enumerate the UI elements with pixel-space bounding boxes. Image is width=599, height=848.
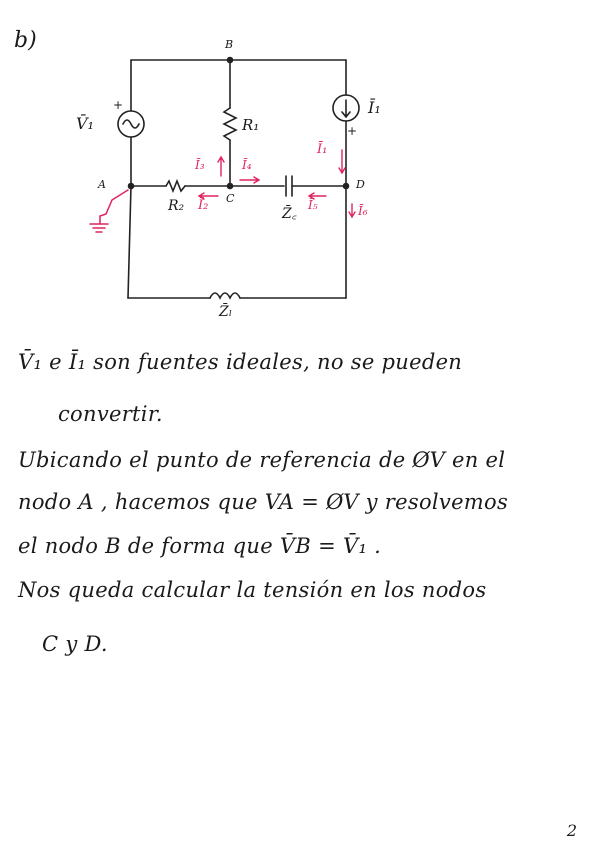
text-line-2: convertir.: [58, 402, 163, 426]
text-line-5: el nodo B de forma que V̄B = V̄₁ .: [18, 534, 382, 558]
i2-label: Ī₂: [198, 198, 209, 213]
zc-label: Z̄꜀: [282, 206, 297, 222]
wire-left-bottom: [127, 185, 132, 299]
node-a-label: A: [98, 178, 106, 191]
circuit-diagram: [89, 56, 360, 300]
resistor-r2-icon: [165, 178, 186, 194]
zl-label: Z̄ₗ: [219, 304, 233, 320]
text-line-6: Nos queda calcular la tensión en los nod…: [18, 578, 487, 602]
text-line-4: nodo A , hacemos que VA = ØV y resolvemo…: [18, 490, 509, 514]
i5-label: Ī₅: [308, 198, 318, 212]
node-c-dot: [226, 182, 234, 190]
text-line-3: Ubicando el punto de referencia de ØV en…: [18, 448, 506, 472]
section-label: b): [14, 28, 37, 53]
text-line-7: C y D.: [42, 632, 108, 656]
ground-icon: [89, 189, 129, 233]
i1-current-label: Ī₁: [317, 142, 328, 157]
node-b-label: B: [225, 38, 234, 51]
i4-arrow: [239, 176, 261, 184]
page-number: 2: [566, 821, 577, 840]
r2-label: R₂: [168, 198, 185, 214]
voltage-source-sine: [122, 119, 140, 129]
i6-arrow: [348, 203, 356, 219]
inductor-zl-icon: [209, 292, 241, 300]
i5-arrow: [307, 192, 327, 200]
i2-arrow: [197, 192, 219, 200]
i6-label: Ī₆: [358, 204, 368, 218]
node-c-label: C: [226, 192, 235, 205]
i4-label: Ī₄: [242, 158, 252, 172]
r1-label: R₁: [242, 116, 260, 134]
resistor-r1-icon: [222, 107, 238, 141]
current-arrows: [197, 149, 356, 219]
capacitor-zc-icon: [285, 175, 293, 197]
i1-source-label: Ī₁: [368, 98, 381, 117]
v1-plus: +: [113, 98, 124, 112]
text-line-1: V̄₁ e Ī₁ son fuentes ideales, no se pued…: [18, 350, 463, 374]
i3-label: Ī₃: [195, 158, 205, 172]
node-d-label: D: [356, 178, 365, 191]
i1-arrow: [338, 149, 346, 175]
i1-plus: +: [347, 124, 358, 138]
current-source-arrow: [341, 99, 351, 119]
v1-label: V̄₁: [76, 114, 94, 133]
i3-arrow: [217, 155, 225, 177]
